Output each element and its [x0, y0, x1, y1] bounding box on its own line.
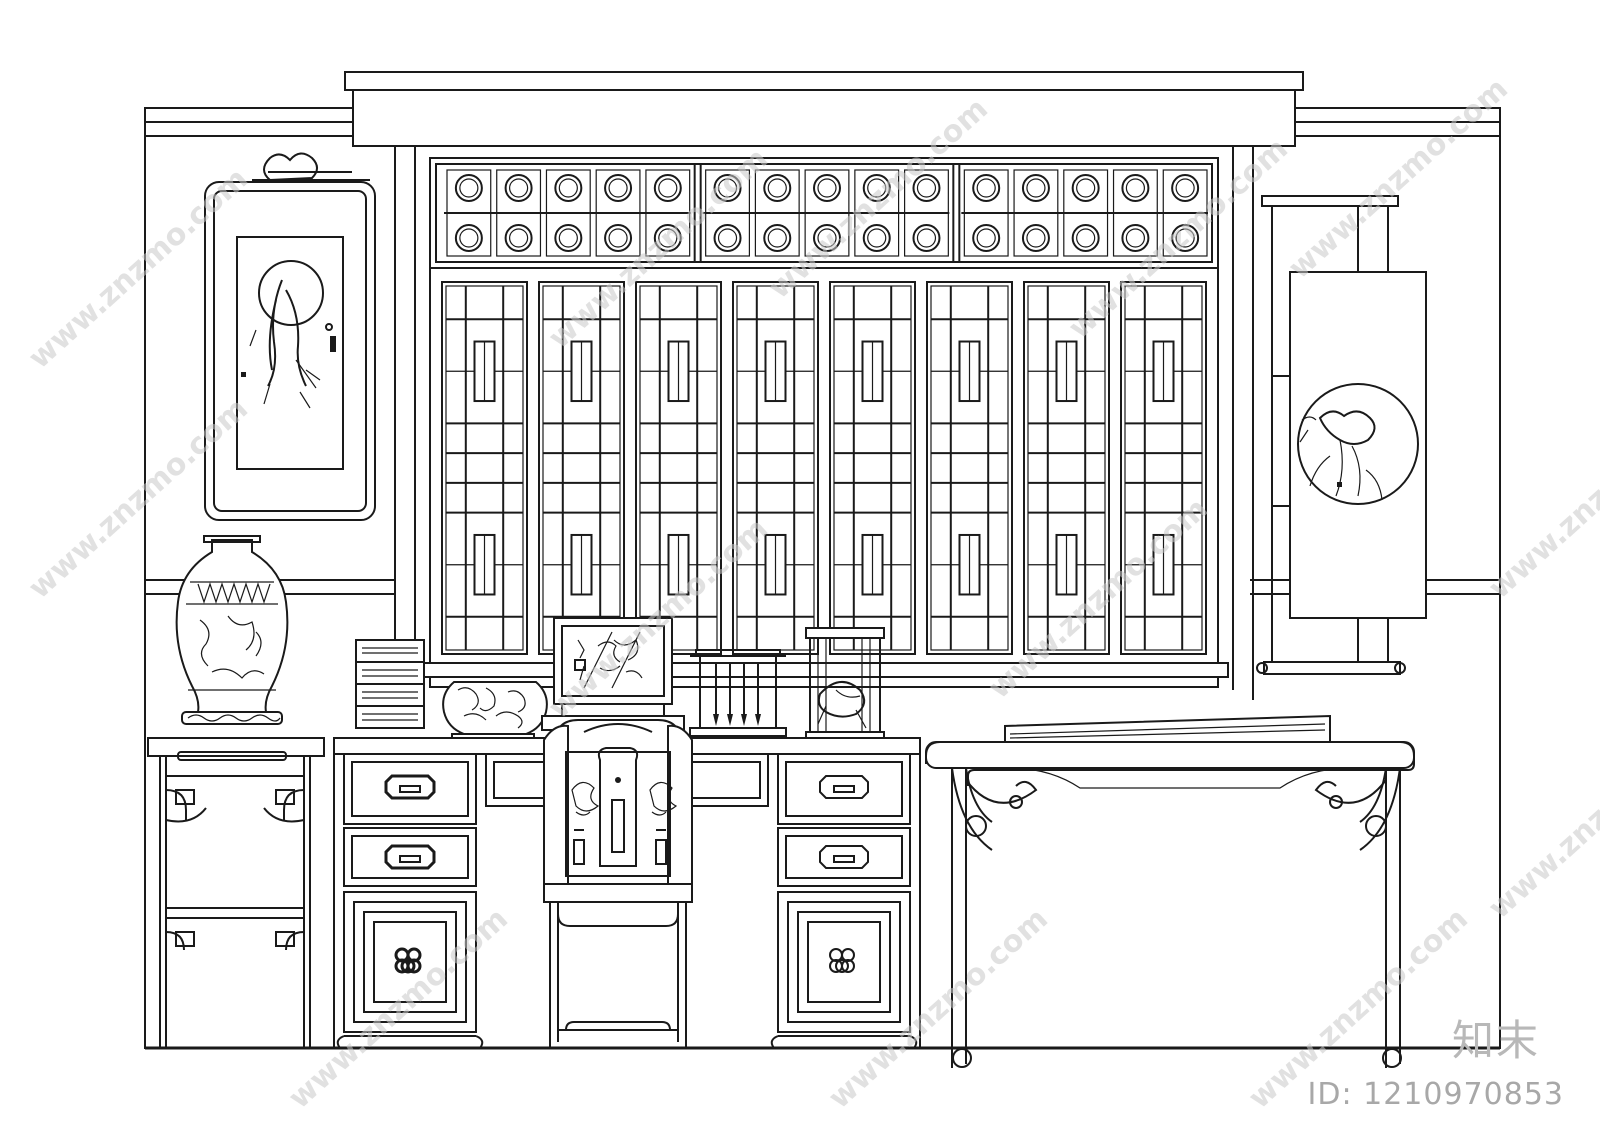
porcelain-vase: [175, 535, 289, 725]
watermark-text: www.znzmo.com: [1282, 71, 1515, 286]
right-scroll-painting: [1256, 195, 1427, 675]
armchair: [543, 719, 693, 1048]
side-stand: [147, 737, 325, 1048]
image-id-label: ID: 1210970853: [1307, 1077, 1564, 1112]
left-scroll-painting: [204, 152, 376, 521]
guqin-zither: [1004, 714, 1331, 743]
watermark-text: www.znzmo.com: [22, 161, 255, 376]
watermark-text: www.znzmo.com: [282, 901, 515, 1116]
fish-bowl: [442, 681, 548, 741]
book-stack: [355, 639, 425, 729]
window-cornice: [344, 71, 1304, 700]
altar-table: [925, 741, 1415, 1068]
brush-rack: [689, 649, 787, 737]
watermark-text: www.znzmo.com: [822, 901, 1055, 1116]
window-sash-panels: [419, 267, 1229, 688]
brand-watermark: 知末: [1451, 1016, 1540, 1065]
